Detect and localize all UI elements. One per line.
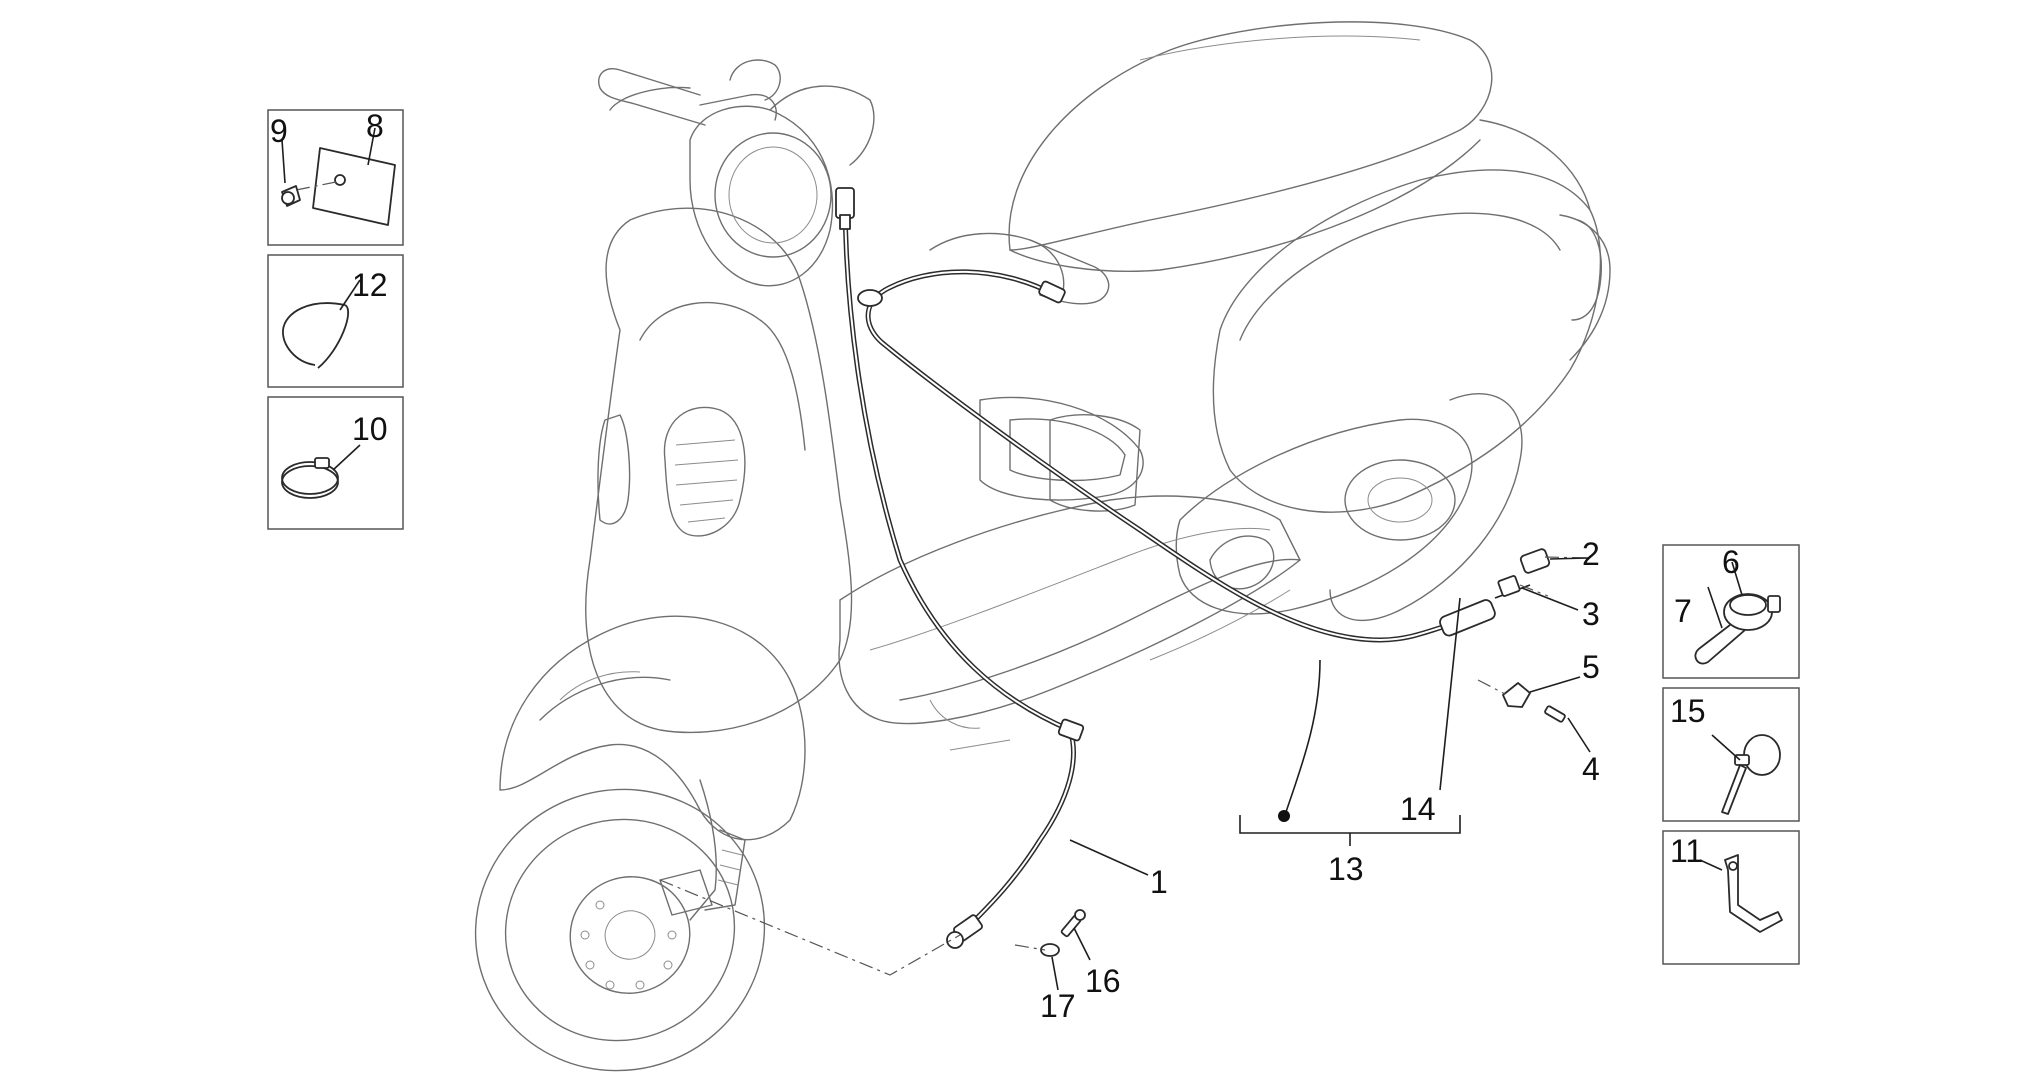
callout-10: 10 [352,411,388,447]
callout-6: 6 [1722,544,1740,580]
detail-box-12 [267,254,404,388]
leader-lines [1051,557,1591,991]
callout-15: 15 [1670,693,1706,729]
detail-box-10 [267,396,404,530]
detail-box-6-7 [1662,544,1800,679]
detail-box-8-9 [267,109,404,246]
alignment-line-rear-5 [1477,679,1506,695]
callout-14: 14 [1400,791,1436,827]
callout-11: 11 [1670,833,1703,869]
cable-terminal-dot [1278,810,1290,822]
part-3-nut [1497,575,1521,597]
callout-13: 13 [1328,851,1364,887]
callout-2: 2 [1582,536,1600,572]
part-2-sleeve [1519,548,1551,574]
callout-4: 4 [1582,751,1600,787]
part-17-washer [1040,943,1060,957]
callout-5: 5 [1582,649,1600,685]
alignment-line-front [659,879,961,976]
throttle-cable [857,269,1531,643]
alignment-line-rear-3 [1519,584,1549,597]
callout-labels: 1 2 3 4 5 6 7 8 9 10 11 12 13 14 15 16 1… [270,108,1740,1024]
callout-17: 17 [1040,988,1076,1024]
callout-9: 9 [270,113,288,149]
callout-3: 3 [1582,596,1600,632]
callout-16: 16 [1085,963,1121,999]
part-4-screw [1544,705,1566,723]
part-16-screw [1060,909,1086,938]
callout-7: 7 [1674,593,1692,629]
part-5-bracket [1502,682,1531,708]
callout-1: 1 [1150,864,1168,900]
detail-box-11 [1662,830,1800,965]
speedometer-cable [835,187,1085,949]
callout-8: 8 [366,108,384,144]
alignment-line-front-screw [1014,944,1046,951]
detail-box-15 [1662,687,1800,822]
scooter-body-outline [474,21,1611,1072]
callout-12: 12 [352,267,388,303]
